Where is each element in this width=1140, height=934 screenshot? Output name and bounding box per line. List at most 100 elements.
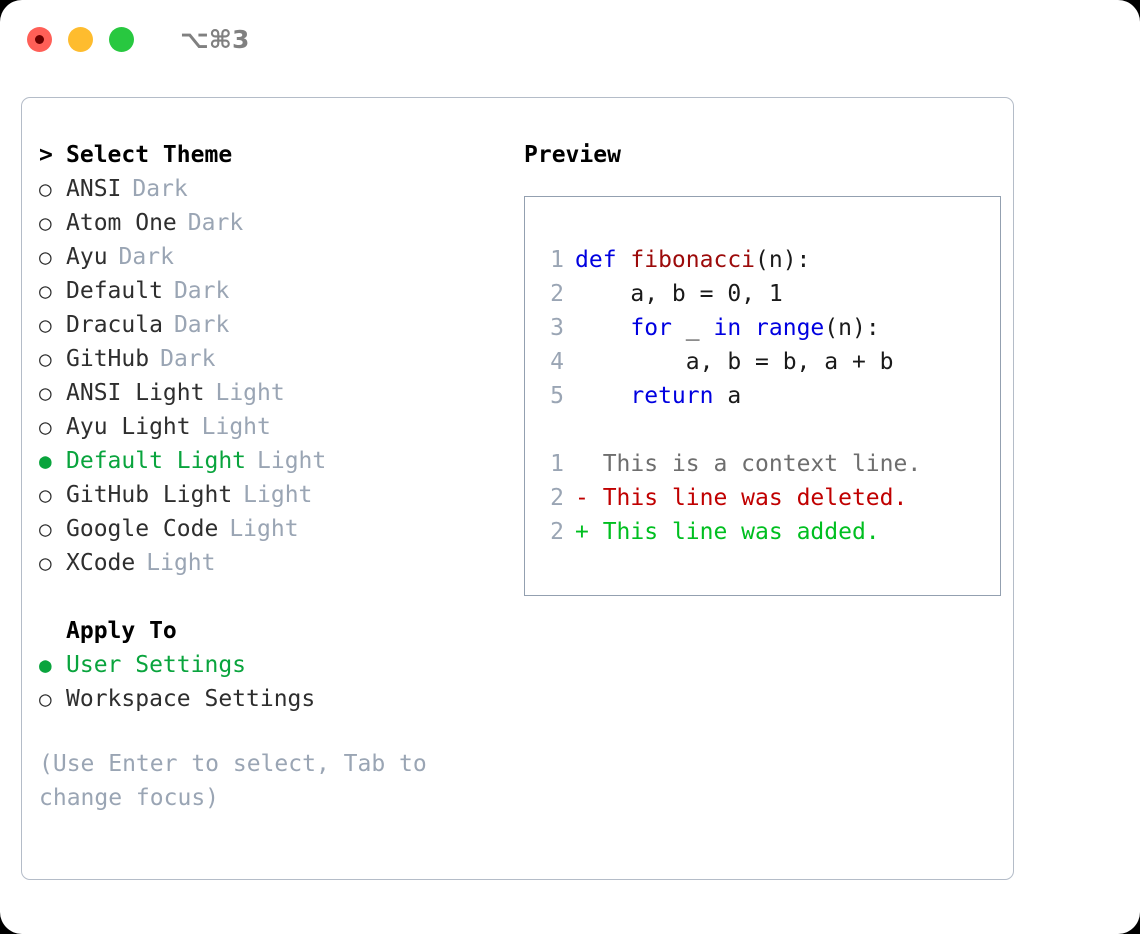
code-token: range xyxy=(755,315,825,341)
diff-line-text: This line was deleted. xyxy=(602,485,908,511)
code-token: return xyxy=(630,383,714,409)
code-token: (n): xyxy=(755,247,811,273)
theme-item-label: ANSI xyxy=(66,176,122,202)
diff-line-number: 1 xyxy=(550,451,564,477)
diff-line-number: 2 xyxy=(550,485,564,511)
code-token xyxy=(575,315,630,341)
theme-item-label: ANSI Light xyxy=(66,380,205,406)
radio-unselected-icon: ○ xyxy=(39,245,52,269)
theme-item-mode: Dark xyxy=(132,176,188,202)
theme-item-mode: Dark xyxy=(173,278,230,304)
keyboard-shortcut-label: ⌥⌘3 xyxy=(180,24,250,54)
radio-unselected-icon: ○ xyxy=(39,415,52,439)
radio-unselected-icon: ○ xyxy=(39,279,52,303)
code-line-text: for _ in range(n): xyxy=(575,311,879,345)
theme-item-label: Dracula xyxy=(66,312,163,338)
theme-list-item[interactable]: ○ Default Dark xyxy=(39,274,509,308)
radio-unselected-icon: ○ xyxy=(39,517,52,541)
radio-unselected-icon: ○ xyxy=(39,483,52,507)
apply-to-item[interactable]: ○ Workspace Settings xyxy=(39,682,509,716)
radio-selected-icon: ● xyxy=(39,449,52,473)
theme-item-mode: Dark xyxy=(173,312,230,338)
code-line: 1 def fibonacci(n): xyxy=(543,243,1000,277)
diff-marker: - xyxy=(575,485,603,511)
code-line: 3 for _ in range(n): xyxy=(543,311,1000,345)
code-line: 2 a, b = 0, 1 xyxy=(543,277,1000,311)
code-line-text: return a xyxy=(575,379,741,413)
diff-sample: 1 This is a context line.2- This line wa… xyxy=(543,447,1000,549)
theme-item-label: Atom One xyxy=(66,210,177,236)
code-line-text: a, b = b, a + b xyxy=(575,345,894,379)
select-theme-header: > Select Theme xyxy=(39,138,509,172)
apply-to-label: Apply To xyxy=(66,618,177,644)
code-token: def xyxy=(575,247,631,273)
theme-item-mode: Light xyxy=(201,414,271,440)
theme-list-item[interactable]: ○ Ayu Light Light xyxy=(39,410,509,444)
diff-line-text: This is a context line. xyxy=(602,451,922,477)
code-line-text: a, b = 0, 1 xyxy=(575,277,782,311)
theme-list-item[interactable]: ○ Atom One Dark xyxy=(39,206,509,240)
theme-list-item[interactable]: ○ GitHub Light Light xyxy=(39,478,509,512)
theme-item-label: Google Code xyxy=(66,516,219,542)
window-titlebar: ⌥⌘3 xyxy=(0,0,1140,78)
theme-list-item[interactable]: ● Default Light Light xyxy=(39,444,509,478)
preview-gap xyxy=(543,413,1000,447)
theme-item-label: Default xyxy=(66,278,163,304)
minimize-button[interactable] xyxy=(68,26,93,52)
diff-marker: + xyxy=(575,519,603,545)
list-spacer xyxy=(39,580,509,614)
theme-list-item[interactable]: ○ ANSI Dark xyxy=(39,172,509,206)
theme-item-label: GitHub xyxy=(66,346,150,372)
theme-item-mode: Dark xyxy=(187,210,244,236)
theme-item-mode: Dark xyxy=(118,244,174,270)
code-token: a xyxy=(713,383,742,409)
theme-item-label: Ayu xyxy=(66,244,108,270)
select-theme-label: Select Theme xyxy=(66,142,233,168)
radio-unselected-icon: ○ xyxy=(39,177,52,201)
keyboard-hint: (Use Enter to select, Tab to change focu… xyxy=(39,751,427,811)
code-line-text: def fibonacci(n): xyxy=(575,243,810,277)
theme-item-mode: Light xyxy=(257,448,327,474)
theme-item-mode: Light xyxy=(243,482,313,508)
code-token: a, b = b, a + b xyxy=(575,349,894,375)
radio-unselected-icon: ○ xyxy=(39,551,52,575)
theme-item-label: GitHub Light xyxy=(66,482,233,508)
code-token: in xyxy=(713,315,742,341)
code-line-number: 2 xyxy=(550,281,564,307)
code-line: 4 a, b = b, a + b xyxy=(543,345,1000,379)
apply-to-item-label: Workspace Settings xyxy=(66,686,316,712)
code-line-number: 3 xyxy=(550,315,564,341)
apply-to-item[interactable]: ●User Settings xyxy=(39,648,509,682)
theme-list-item[interactable]: ○ ANSI Light Light xyxy=(39,376,509,410)
radio-unselected-icon: ○ xyxy=(39,687,52,711)
apply-to-list: ●User Settings ○ Workspace Settings xyxy=(39,648,509,716)
theme-list-item[interactable]: ○ Ayu Dark xyxy=(39,240,509,274)
maximize-button[interactable] xyxy=(109,26,134,52)
theme-item-mode: Light xyxy=(146,550,216,576)
code-token: fibonacci xyxy=(630,247,756,273)
preview-title: Preview xyxy=(524,142,621,168)
window-controls xyxy=(27,26,134,52)
code-token xyxy=(575,383,630,409)
diff-line: 1 This is a context line. xyxy=(543,447,1000,481)
radio-unselected-icon: ○ xyxy=(39,381,52,405)
diff-marker xyxy=(575,447,603,481)
theme-item-label: Default Light xyxy=(66,448,247,474)
code-line-number: 1 xyxy=(550,247,564,273)
theme-item-mode: Dark xyxy=(160,346,216,372)
diff-line: 2- This line was deleted. xyxy=(543,481,1000,515)
radio-unselected-icon: ○ xyxy=(39,211,52,235)
close-button[interactable] xyxy=(27,26,52,52)
diff-line: 2+ This line was added. xyxy=(543,515,1000,549)
theme-item-mode: Light xyxy=(215,380,285,406)
theme-item-label: Ayu Light xyxy=(66,414,191,440)
